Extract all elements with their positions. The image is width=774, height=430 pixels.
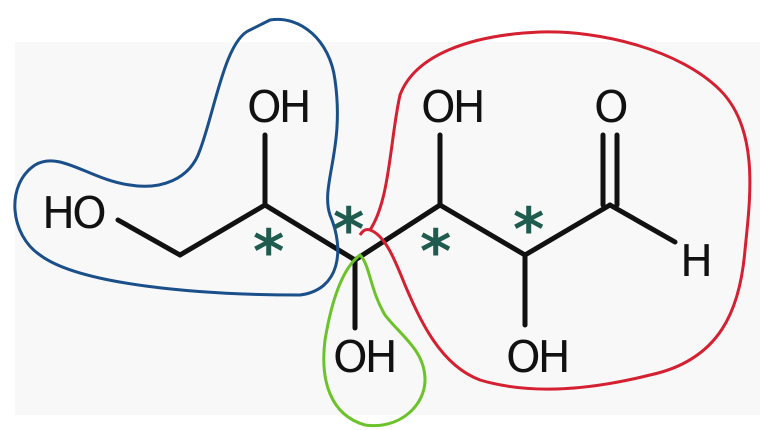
label-ho-c6: HO <box>42 188 105 239</box>
bond <box>352 202 443 263</box>
label-oh-c3: OH <box>421 82 483 133</box>
green-circle-annotation <box>322 253 427 428</box>
label-oh-c2: OH <box>506 332 568 383</box>
stereocenter-marker: * <box>253 217 284 287</box>
label-o-c1: O <box>594 82 627 133</box>
label-oh-c5: OH <box>247 82 309 133</box>
bond <box>607 202 678 245</box>
bonds <box>115 132 678 331</box>
stereocenter-marker: * <box>513 195 544 265</box>
red-circle-annotation <box>358 30 752 391</box>
label-h-c1: H <box>680 236 710 287</box>
bond <box>522 202 613 258</box>
panel-background <box>15 42 760 415</box>
bond <box>115 217 183 258</box>
bond <box>177 202 268 258</box>
stereocenter-marker: * <box>420 217 451 287</box>
bond <box>262 202 358 263</box>
blue-circle-annotation <box>13 17 340 297</box>
bond <box>437 202 528 258</box>
label-oh-c4: OH <box>333 332 395 383</box>
